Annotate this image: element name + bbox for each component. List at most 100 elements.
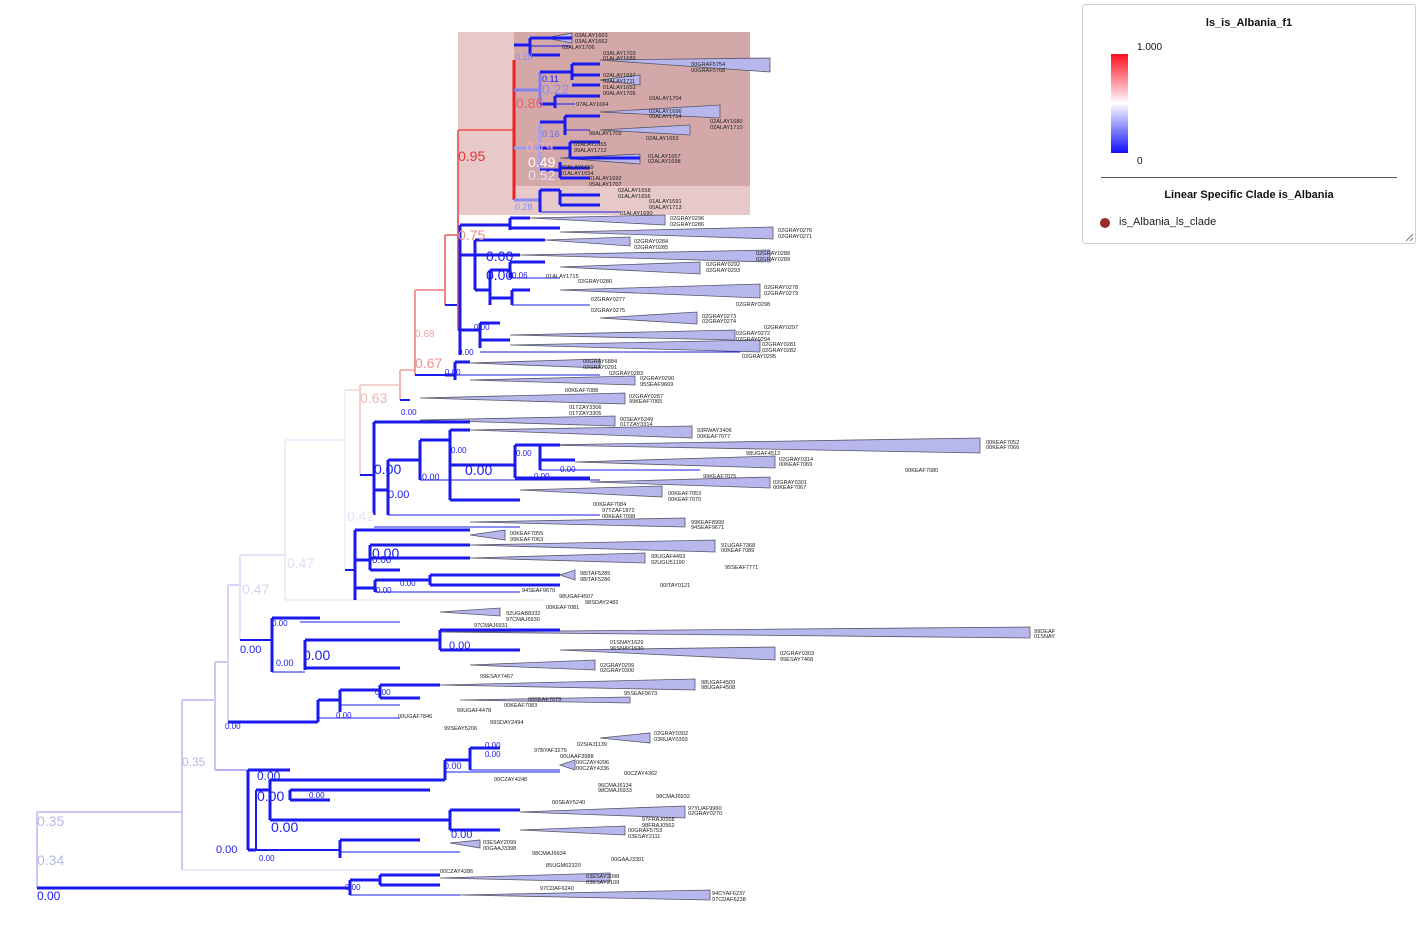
leaf-label-10: 00ALAY1705 xyxy=(603,91,636,97)
leaf-label-101: 92UGAB8332 xyxy=(506,611,541,617)
clade-legend-item: is_Albania_ls_clade xyxy=(1119,216,1217,228)
leaf-label-68: 01TZAY3314 xyxy=(620,422,653,428)
leaf-label-51: 02GRAY0297 xyxy=(764,325,798,331)
leaf-label-57: 00GRAY6884 xyxy=(583,359,617,365)
leaf-label-125: 02SIAJ1139 xyxy=(577,742,607,748)
support-value-40: 0.00 xyxy=(240,644,261,656)
leaf-label-93: 95SEAF7771 xyxy=(725,565,758,571)
leaf-label-90: 00KEAF7089 xyxy=(721,548,754,554)
leaf-label-37: 02GRAY0285 xyxy=(634,245,668,251)
collapsed-clade-37 xyxy=(558,759,576,771)
leaf-label-100: 00KEAF7081 xyxy=(546,605,579,611)
support-value-28: 0.00 xyxy=(374,461,401,477)
leaf-label-95: 98ITAF5286 xyxy=(580,577,610,583)
collapsed-clade-2 xyxy=(599,74,641,86)
leaf-label-145: 85UGM62320 xyxy=(546,863,581,869)
leaf-label-98: 98UGAF4507 xyxy=(559,594,593,600)
leaf-label-41: 02GRAY0293 xyxy=(706,268,740,274)
support-value-29: 0.00 xyxy=(465,462,492,478)
leaf-label-151: 97CDAF6238 xyxy=(712,897,746,903)
leaf-label-143: 98CMAJ6934 xyxy=(532,851,566,857)
support-value-12: 0.86 xyxy=(516,95,543,111)
leaf-label-133: 98CMAJ6932 xyxy=(656,794,690,800)
support-value-15: 0.52 xyxy=(528,167,555,183)
collapsed-clade-31 xyxy=(439,626,1031,639)
support-value-19: 0.22 xyxy=(542,81,569,97)
support-value-labels: 0.350.340.000.350.470.470.420.630.670.68… xyxy=(37,52,576,903)
leaf-label-94: 98ITAF5285 xyxy=(580,571,610,577)
collapsed-clade-33 xyxy=(469,659,596,671)
leaf-label-124: 00UAAF3988 xyxy=(560,754,594,760)
support-value-4: 0.47 xyxy=(242,581,269,597)
collapsed-clade-20 xyxy=(539,437,981,454)
collapsed-clade-7 xyxy=(559,226,774,240)
support-value-26: 0.00 xyxy=(445,368,461,377)
legend-divider xyxy=(1101,177,1397,178)
collapsed-clade-13 xyxy=(509,329,736,341)
collapsed-clade-17 xyxy=(419,392,626,405)
support-value-33: 0.00 xyxy=(516,449,532,458)
leaf-label-115: 95SEAF9673 xyxy=(624,691,657,697)
clade-legend-title: Linear Specific Clade is_Albania xyxy=(1164,189,1334,201)
leaf-label-65: 01TZAY3306 xyxy=(569,405,602,411)
collapsed-clade-11 xyxy=(559,283,761,299)
leaf-label-137: 97FRAJ0558 xyxy=(642,817,675,823)
leaf-label-15: 02ALAY1680 xyxy=(710,119,743,125)
leaf-label-45: 02GRAY0279 xyxy=(764,291,798,297)
leaf-label-39: 02GRAY0289 xyxy=(756,257,790,263)
support-value-14: 0.49 xyxy=(528,154,555,170)
leaf-label-1: 03ALAY1662 xyxy=(575,39,608,45)
leaf-label-130: 00CZAY4248 xyxy=(494,777,527,783)
support-value-55: 0.00 xyxy=(451,829,472,841)
leaf-label-78: 02GRAY0301 xyxy=(773,480,807,486)
support-value-27: 0.00 xyxy=(401,408,417,417)
leaf-label-87: 00KEAF7055 xyxy=(510,531,543,537)
legend-panel[interactable]: ls_is_Albania_f1 1.000 0 Linear Specific… xyxy=(1082,4,1416,244)
leaf-label-27: 02ALAY1658 xyxy=(618,188,651,194)
support-value-43: 0.00 xyxy=(303,647,330,663)
leaf-label-13: 02ALAY1696 xyxy=(649,109,682,115)
leaf-label-72: 00KEAF7066 xyxy=(986,445,1019,451)
leaf-label-63: 02GRAY0287 xyxy=(629,394,663,400)
leaf-label-127: 00CZAY4296 xyxy=(576,760,609,766)
leaf-label-111: 02GRAY0300 xyxy=(600,668,634,674)
leaf-label-43: 02GRAY0280 xyxy=(578,279,612,285)
leaf-label-62: 00KEAF7088 xyxy=(565,388,598,394)
leaf-label-118: 99UGAF4478 xyxy=(457,708,491,714)
leaf-label-119: 00UGAF7846 xyxy=(398,714,432,720)
leaf-label-18: 02ALAY1653 xyxy=(646,136,679,142)
leaf-label-146: 00CZAY4286 xyxy=(440,869,473,875)
leaf-label-56: 02GRAY0295 xyxy=(742,354,776,360)
support-value-25: 0.00 xyxy=(458,348,474,357)
leaf-label-121: 99SEAY5206 xyxy=(444,726,477,732)
leaf-label-28: 01ALAY1656 xyxy=(618,194,651,200)
resize-grip-icon[interactable] xyxy=(1405,233,1414,242)
support-value-18: 0.11 xyxy=(542,74,559,84)
support-value-51: 0.00 xyxy=(257,769,281,783)
collapsed-clade-triangles xyxy=(419,32,1031,901)
collapsed-clade-14 xyxy=(509,339,761,353)
support-value-35: 0.00 xyxy=(534,472,550,481)
support-value-58: 0.00 xyxy=(345,883,361,892)
collapsed-clade-12 xyxy=(599,311,698,325)
leaf-label-89: 91UGAF7368 xyxy=(721,543,755,549)
leaf-label-112: 99ESAY7467 xyxy=(480,674,513,680)
leaf-label-75: 00KEAF7069 xyxy=(779,462,812,468)
leaf-label-11: 03ALAY1704 xyxy=(649,96,682,102)
leaf-labels: 03ALAY166303ALAY166203ALAY170603ALAY1703… xyxy=(398,33,1056,903)
collapsed-clade-27 xyxy=(469,539,716,553)
clade-color-dot xyxy=(1100,218,1110,228)
support-value-49: 0.00 xyxy=(485,741,501,750)
collapsed-clade-8 xyxy=(544,236,631,247)
color-gradient-bar xyxy=(1111,54,1128,153)
collapsed-clade-6 xyxy=(529,214,666,226)
leaf-label-134: 00SEAY5240 xyxy=(552,800,585,806)
leaf-label-40: 02GRAY0292 xyxy=(706,262,740,268)
leaf-label-48: 02GRAY0275 xyxy=(591,308,625,314)
collapsed-clade-32 xyxy=(559,646,776,661)
support-value-52: 0.00 xyxy=(257,788,284,804)
leaf-label-132: 98CMAJ6933 xyxy=(598,788,632,794)
leaf-label-38: 02GRAY0288 xyxy=(756,251,790,257)
leaf-label-16: 02ALAY1710 xyxy=(710,125,743,131)
